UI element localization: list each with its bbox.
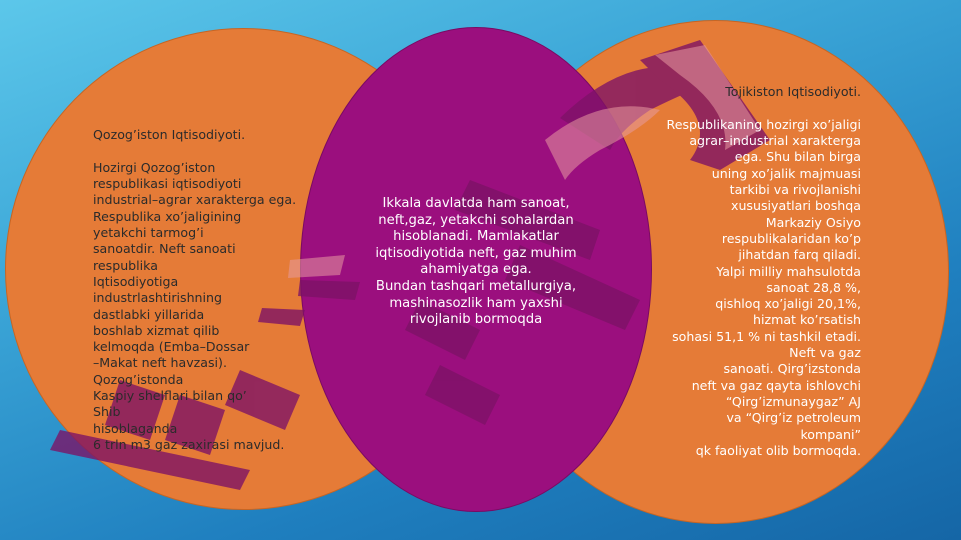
- tajikistan-economy-text: Tojikiston Iqtisodiyoti. Respublikaning …: [625, 68, 861, 459]
- kazakhstan-economy-text: Qozog’iston Iqtisodiyoti. Hozirgi Qozog’…: [93, 111, 323, 453]
- common-features-text: Ikkala davlatda ham sanoat, neft,gaz, ye…: [375, 196, 577, 328]
- kazakhstan-body: Hozirgi Qozog’iston respublikasi iqtisod…: [93, 159, 297, 452]
- tajikistan-title: Tojikiston Iqtisodiyoti.: [725, 84, 861, 100]
- tajikistan-body: Respublikaning hozirgi xo’jaligi agrar–i…: [666, 116, 861, 458]
- kazakhstan-title: Qozog’iston Iqtisodiyoti.: [93, 127, 246, 143]
